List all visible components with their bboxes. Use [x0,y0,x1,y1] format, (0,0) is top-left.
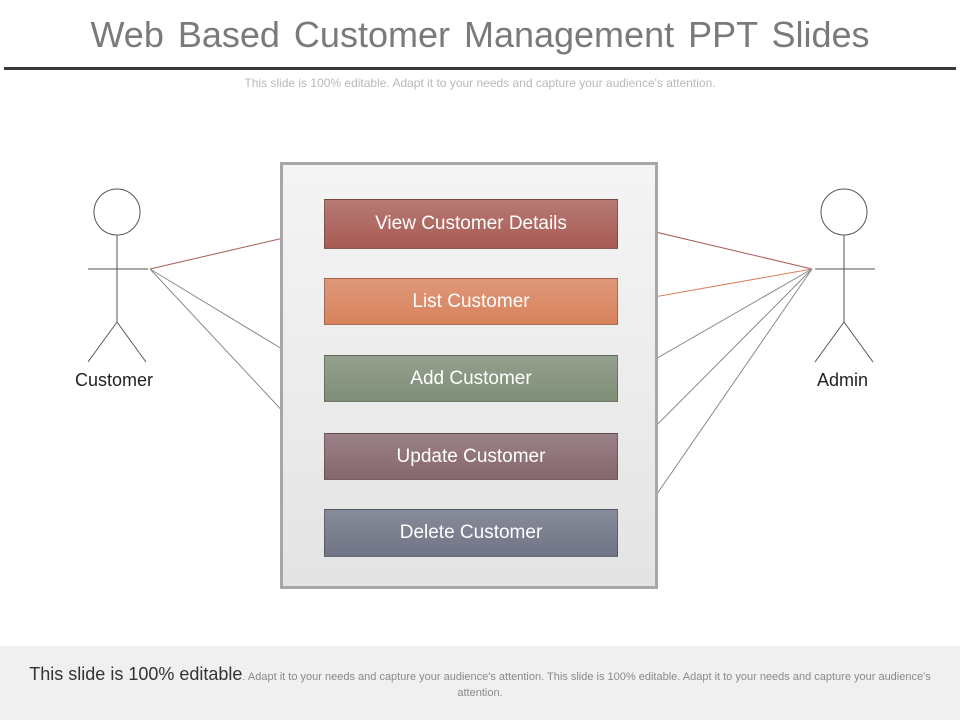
customer-actor-label: Customer [75,370,154,390]
footer-text: This slide is 100% editable. Adapt it to… [20,664,940,701]
association-admin-view [629,225,813,270]
usecase-view-customer-details[interactable]: View Customer Details [324,199,618,249]
slide-title: Web Based Customer Management PPT Slides [90,14,870,55]
usecase-list-customer[interactable]: List Customer [324,278,618,325]
slide-subtitle: This slide is 100% editable. Adapt it to… [244,76,716,90]
footer-band: This slide is 100% editable. Adapt it to… [0,646,960,720]
usecase-delete-customer[interactable]: Delete Customer [324,509,618,557]
footer-body: . Adapt it to your needs and capture you… [242,671,931,699]
association-admin-delete [627,268,813,537]
usecase-add-customer[interactable]: Add Customer [324,355,618,402]
admin-actor-label: Admin [817,370,869,390]
footer-lead: This slide is 100% editable [29,664,243,684]
customer-actor-icon [87,188,148,363]
association-admin-update [627,268,813,455]
title-divider [4,67,956,70]
admin-actor-icon [814,188,875,363]
usecase-update-customer[interactable]: Update Customer [324,433,618,480]
